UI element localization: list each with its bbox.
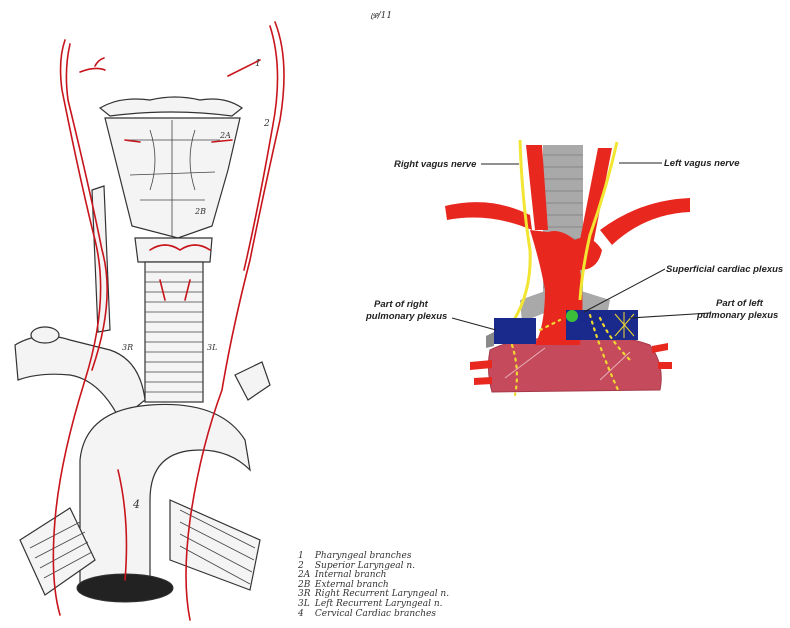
left-pulmonary-label-line2: pulmonary plexus bbox=[696, 310, 778, 321]
legend: 1 Pharyngeal branches 2 Superior Larynge… bbox=[298, 552, 449, 619]
label-3r: 3R bbox=[122, 343, 133, 352]
legend-key: 4 bbox=[298, 610, 312, 620]
label-1: 1 bbox=[255, 59, 261, 69]
legend-row: 4 Cervical Cardiac branches bbox=[298, 610, 449, 620]
cricoid-cartilage bbox=[135, 238, 212, 262]
legend-text: Left Recurrent Laryngeal n. bbox=[315, 599, 443, 609]
label-4: 4 bbox=[132, 498, 140, 511]
left-vagus-label: Left vagus nerve bbox=[664, 158, 740, 169]
label-2b: 2B bbox=[194, 207, 206, 216]
legend-text: Cervical Cardiac branches bbox=[315, 609, 436, 619]
page-note: ഴ്ര/11 bbox=[370, 11, 392, 21]
hyoid-bone bbox=[100, 97, 242, 116]
right-pulmonary-label-line2: pulmonary plexus bbox=[365, 311, 447, 322]
trachea-rings bbox=[145, 262, 203, 402]
esophagus bbox=[92, 186, 110, 332]
right-vagus-label: Right vagus nerve bbox=[394, 159, 477, 170]
label-2a: 2A bbox=[219, 131, 231, 140]
left-sketch: 1 2 2A 2B 3R 3L 4 bbox=[15, 22, 284, 620]
right-diagram: Right vagus nerve Left vagus nerve Super… bbox=[365, 140, 783, 395]
left-pulmonary-label-line1: Part of left bbox=[716, 298, 764, 309]
legend-text: Superior Laryngeal n. bbox=[315, 561, 415, 571]
right-pulmonary-label-line1: Part of right bbox=[374, 299, 429, 310]
right-pulmonary-plexus bbox=[486, 318, 536, 348]
label-3l: 3L bbox=[207, 343, 217, 352]
superficial-plexus-label: Superficial cardiac plexus bbox=[666, 264, 783, 275]
right-bronchus bbox=[170, 500, 260, 590]
right-vagus-nerve bbox=[514, 140, 530, 320]
legend-text: Internal branch bbox=[315, 570, 387, 580]
legend-text: Pharyngeal branches bbox=[315, 551, 412, 561]
label-2: 2 bbox=[263, 119, 270, 129]
legend-text: Right Recurrent Laryngeal n. bbox=[315, 589, 449, 599]
superficial-cardiac-plexus bbox=[566, 310, 578, 322]
legend-text: External branch bbox=[315, 580, 389, 590]
